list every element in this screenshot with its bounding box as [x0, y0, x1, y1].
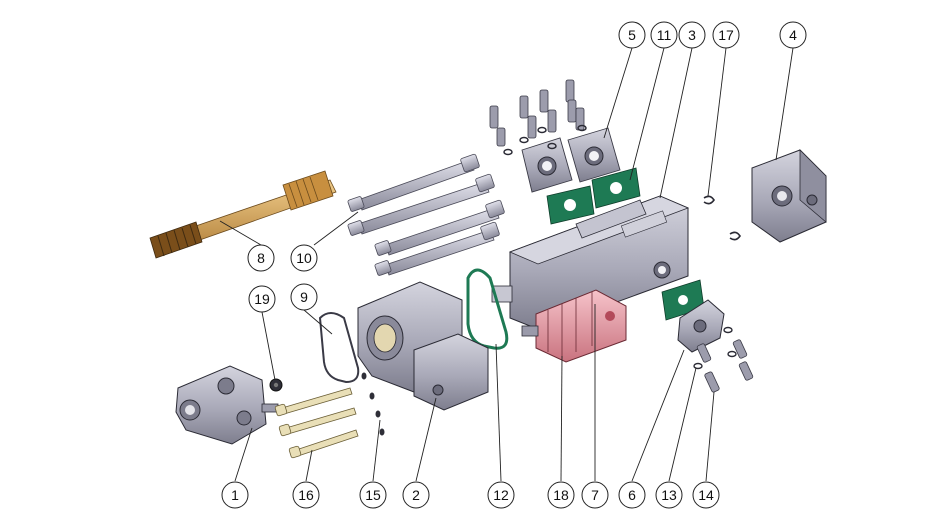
callout-label: 4	[789, 27, 797, 43]
callout-label: 5	[628, 27, 636, 43]
callout-label: 18	[553, 487, 569, 503]
drive-shaft-part	[149, 170, 337, 259]
callout-7: 7	[581, 481, 609, 509]
callout-10: 10	[290, 244, 318, 272]
callout-label: 16	[298, 487, 314, 503]
rear-cover-part	[751, 149, 827, 243]
retaining-clips-part	[703, 195, 741, 241]
leader-lines	[219, 47, 794, 482]
callout-1: 1	[221, 481, 249, 509]
callout-label: 11	[657, 27, 672, 43]
callout-label: 13	[661, 487, 677, 503]
callout-14: 14	[692, 481, 720, 509]
callout-label: 15	[365, 487, 381, 503]
front-valve-body-part	[175, 365, 279, 445]
callout-12: 12	[487, 481, 515, 509]
callout-label: 17	[718, 27, 734, 43]
callout-2: 2	[402, 481, 430, 509]
nut-part	[269, 378, 283, 392]
callout-label: 9	[300, 289, 308, 305]
callout-16: 16	[292, 481, 320, 509]
callout-label: 10	[296, 250, 312, 266]
callout-5: 5	[618, 21, 646, 49]
callout-label: 12	[493, 487, 509, 503]
gear-pump-section-part	[521, 289, 627, 363]
callout-6: 6	[618, 481, 646, 509]
callout-13: 13	[655, 481, 683, 509]
callout-17: 17	[712, 21, 740, 49]
callout-label: 3	[688, 27, 696, 43]
callout-15: 15	[359, 481, 387, 509]
callout-label: 1	[231, 487, 239, 503]
callout-3: 3	[678, 21, 706, 49]
long-bolts-part	[274, 387, 359, 459]
callout-4: 4	[779, 21, 807, 49]
small-washers-part	[361, 372, 385, 436]
front-housing-part	[357, 281, 489, 411]
callout-19: 19	[248, 285, 276, 313]
side-valve-block-part	[661, 279, 725, 353]
callout-label: 2	[412, 487, 420, 503]
callout-8: 8	[247, 244, 275, 272]
callout-label: 8	[257, 250, 265, 266]
callout-11: 11	[650, 21, 678, 49]
large-gasket-part	[466, 268, 509, 350]
callout-label: 14	[698, 487, 714, 503]
callout-18: 18	[547, 481, 575, 509]
callout-label: 7	[591, 487, 599, 503]
callout-label: 6	[628, 487, 636, 503]
thin-gasket-part	[318, 312, 360, 384]
tie-rods-part	[347, 153, 505, 276]
flange-plates-part	[489, 79, 621, 193]
callout-label: 19	[254, 291, 270, 307]
small-bolts-part	[693, 326, 754, 393]
main-housing-part	[491, 195, 690, 331]
upper-gaskets-part	[546, 167, 641, 225]
callout-9: 9	[290, 283, 318, 311]
